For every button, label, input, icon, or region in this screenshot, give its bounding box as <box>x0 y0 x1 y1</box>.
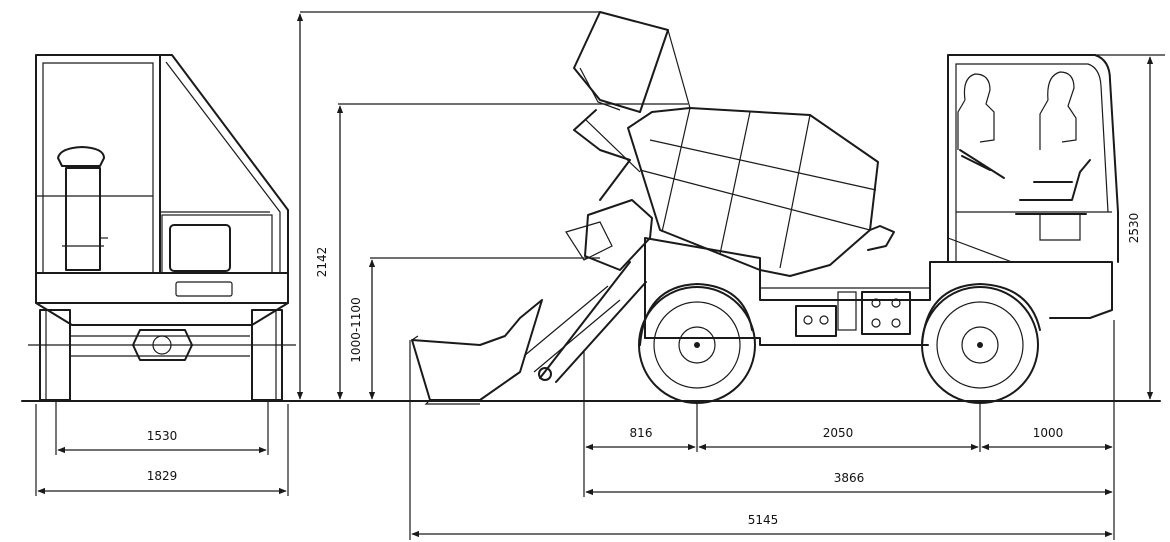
body-length-label: 3866 <box>834 471 865 485</box>
loading-height-label: 1000-1100 <box>349 297 363 362</box>
rear-overhang-label: 1000 <box>1033 426 1064 440</box>
front-dimensions <box>35 400 289 496</box>
track-width-label: 1530 <box>147 429 178 443</box>
front-view <box>28 54 296 401</box>
wheelbase-label: 2050 <box>823 426 854 440</box>
cab-height-label: 2530 <box>1127 213 1141 244</box>
front-overhang-label: 816 <box>630 426 653 440</box>
side-dimensions <box>296 11 1165 540</box>
overall-length-label: 5145 <box>748 513 779 527</box>
side-view <box>411 11 1119 405</box>
overall-height-label: 2142 <box>315 247 329 278</box>
overall-width-label: 1829 <box>147 469 178 483</box>
